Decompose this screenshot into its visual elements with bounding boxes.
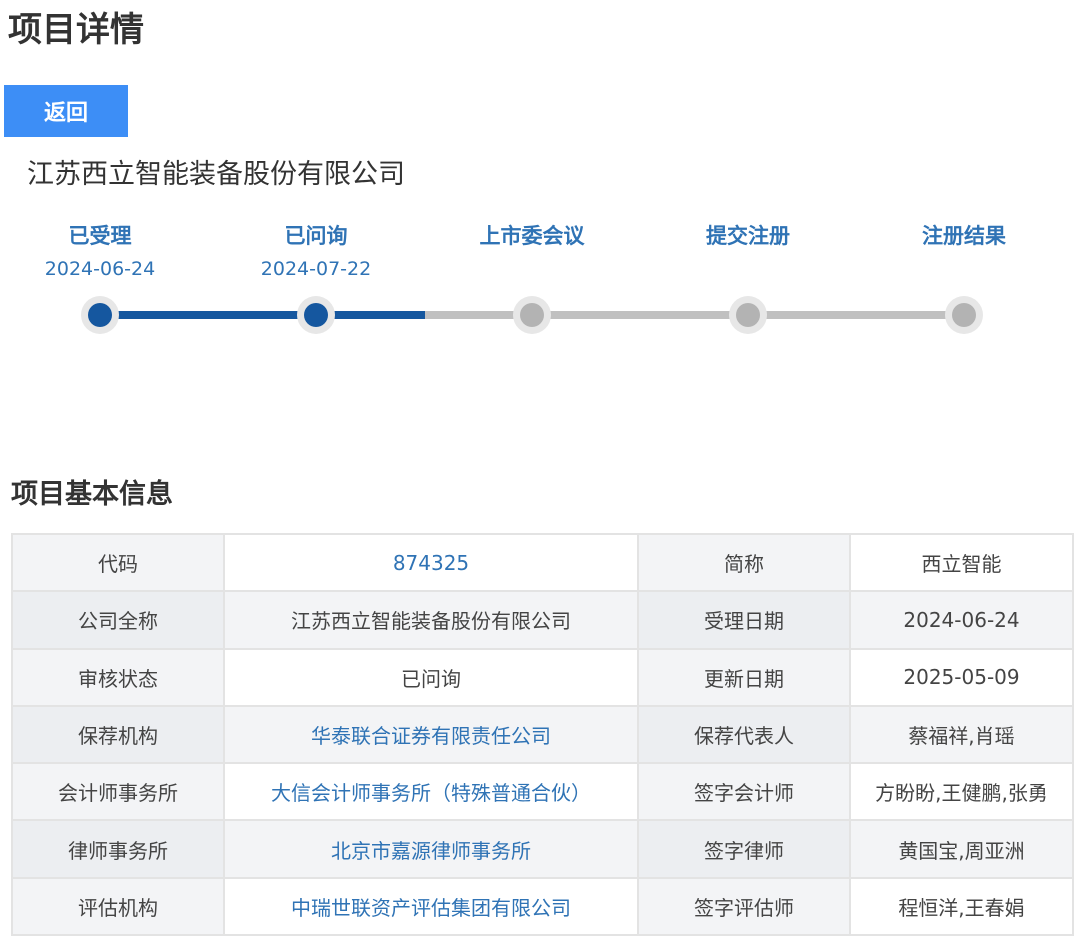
step-dot [952,303,976,327]
label-update-date: 更新日期 [637,647,851,707]
label-signing-lawyer: 签字律师 [637,819,851,879]
label-code: 代码 [11,532,225,593]
value-signing-lawyer: 黄国宝,周亚洲 [849,819,1074,879]
table-row: 评估机构 中瑞世联资产评估集团有限公司 签字评估师 程恒洋,王春娟 [11,876,1074,937]
table-row: 会计师事务所 大信会计师事务所（特殊普通合伙） 签字会计师 方盼盼,王健鹏,张勇 [11,762,1074,822]
label-accounting-firm: 会计师事务所 [11,762,225,822]
label-short-name: 简称 [637,532,851,593]
progress-track-fill [100,311,425,319]
value-review-status: 已问询 [223,647,639,707]
step-node-registration-result [945,296,983,334]
label-appraisal-firm: 评估机构 [11,876,225,937]
step-dot [88,303,112,327]
step-label-submit-registration: 提交注册 [706,224,790,248]
label-accept-date: 受理日期 [637,590,851,650]
value-sponsor-rep: 蔡福祥,肖瑶 [849,704,1074,765]
value-accept-date: 2024-06-24 [849,590,1074,650]
value-short-name: 西立智能 [849,532,1074,593]
table-row: 律师事务所 北京市嘉源律师事务所 签字律师 黄国宝,周亚洲 [11,819,1074,879]
label-review-status: 审核状态 [11,647,225,707]
table-row: 公司全称 江苏西立智能装备股份有限公司 受理日期 2024-06-24 [11,590,1074,650]
value-update-date: 2025-05-09 [849,647,1074,707]
label-sponsor-rep: 保荐代表人 [637,704,851,765]
step-dot [520,303,544,327]
label-signing-accountant: 签字会计师 [637,762,851,822]
step-node-accepted [81,296,119,334]
value-signing-appraiser: 程恒洋,王春娟 [849,876,1074,937]
step-node-submit-registration [729,296,767,334]
step-label-inquired: 已问询 [284,224,348,248]
progress-steps: 已受理 2024-06-24 已问询 2024-07-22 上市委会议 提交注册… [0,215,1080,345]
value-accounting-firm-link[interactable]: 大信会计师事务所（特殊普通合伙） [223,762,639,822]
step-node-inquired [297,296,335,334]
back-button[interactable]: 返回 [4,85,128,137]
step-label-accepted: 已受理 [68,224,132,248]
value-full-name: 江苏西立智能装备股份有限公司 [223,590,639,650]
company-name: 江苏西立智能装备股份有限公司 [27,159,405,190]
step-dot [736,303,760,327]
step-label-listing-committee: 上市委会议 [479,224,585,248]
step-node-listing-committee [513,296,551,334]
label-signing-appraiser: 签字评估师 [637,876,851,937]
label-sponsor: 保荐机构 [11,704,225,765]
step-date-accepted: 2024-06-24 [44,258,156,280]
section-title-basic-info: 项目基本信息 [11,479,173,510]
table-row: 保荐机构 华泰联合证券有限责任公司 保荐代表人 蔡福祥,肖瑶 [11,704,1074,765]
label-full-name: 公司全称 [11,590,225,650]
value-sponsor-link[interactable]: 华泰联合证券有限责任公司 [223,704,639,765]
basic-info-table: 代码 874325 简称 西立智能 公司全称 江苏西立智能装备股份有限公司 受理… [11,532,1074,937]
step-label-registration-result: 注册结果 [922,224,1006,248]
table-row: 代码 874325 简称 西立智能 [11,532,1074,593]
step-dot [304,303,328,327]
label-law-firm: 律师事务所 [11,819,225,879]
value-signing-accountant: 方盼盼,王健鹏,张勇 [849,762,1074,822]
value-law-firm-link[interactable]: 北京市嘉源律师事务所 [223,819,639,879]
value-code-link[interactable]: 874325 [223,532,639,593]
page-title: 项目详情 [8,10,144,50]
value-appraisal-firm-link[interactable]: 中瑞世联资产评估集团有限公司 [223,876,639,937]
step-date-inquired: 2024-07-22 [260,258,372,280]
table-row: 审核状态 已问询 更新日期 2025-05-09 [11,647,1074,707]
